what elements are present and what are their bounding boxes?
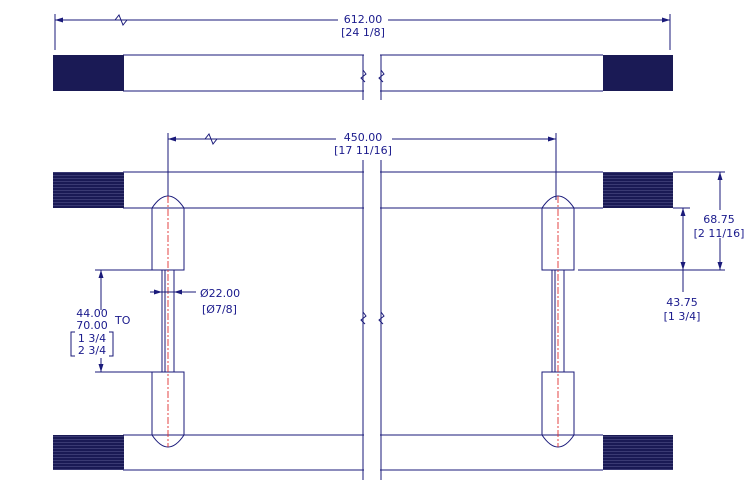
standoff-offset-metric: 43.75	[666, 296, 698, 309]
standoff-offset-imperial: [1 3/4]	[664, 310, 701, 323]
standoff-height-imperial: [2 11/16]	[694, 227, 745, 240]
center-spacing-imperial: [17 11/16]	[334, 144, 392, 157]
clearance-min-metric: 44.00	[76, 307, 108, 320]
overall-length-metric: 612.00	[344, 13, 383, 26]
clearance-to-label: TO	[114, 314, 131, 327]
lower-left-knurled-cap	[53, 435, 124, 470]
center-spacing-metric: 450.00	[344, 131, 383, 144]
upper-right-knurled-cap	[603, 172, 673, 208]
lower-right-knurled-cap	[603, 435, 673, 470]
assembly-view: 450.00 [17 11/16]	[53, 129, 748, 480]
clearance-max-metric: 70.00	[76, 319, 108, 332]
left-post	[151, 195, 185, 448]
right-knurled-cap	[603, 55, 673, 91]
standoff-height-metric: 68.75	[703, 213, 735, 226]
top-bar-view: 612.00 [24 1/8]	[53, 12, 673, 100]
right-post	[541, 195, 575, 448]
clearance-max-imperial: 2 3/4	[78, 344, 106, 357]
left-knurled-cap	[53, 55, 124, 91]
upper-left-knurled-cap	[53, 172, 124, 208]
clearance-min-imperial: 1 3/4	[78, 332, 106, 345]
post-diameter-imperial: [Ø7/8]	[202, 303, 237, 316]
overall-length-imperial: [24 1/8]	[341, 26, 385, 39]
post-diameter-metric: Ø22.00	[200, 287, 240, 300]
